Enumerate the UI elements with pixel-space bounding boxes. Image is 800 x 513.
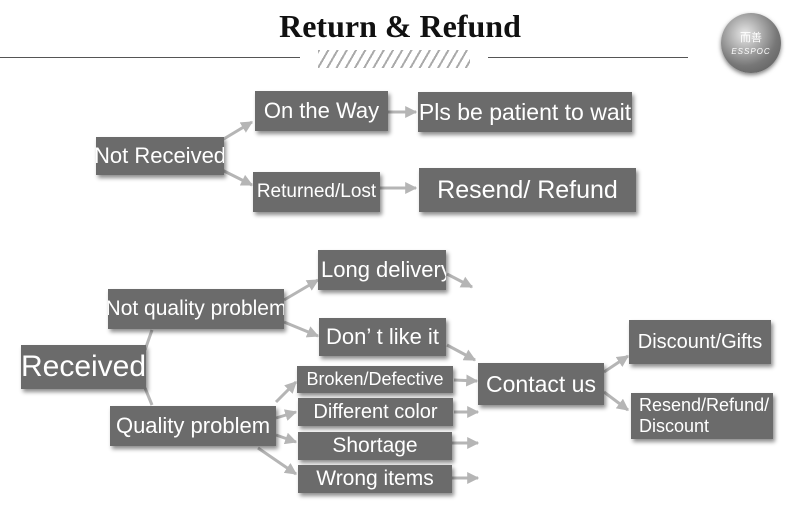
node-shortage: Shortage <box>298 432 452 460</box>
title-rule-right <box>488 57 688 58</box>
node-on-the-way: On the Way <box>255 91 388 131</box>
node-resend-refund: Resend/ Refund <box>419 168 636 212</box>
arrow-quality-to-different-color <box>275 409 298 421</box>
arrow-received-to-not-quality <box>143 329 154 351</box>
node-broken-defective: Broken/Defective <box>297 366 453 393</box>
arrow-quality-to-shortage <box>275 432 298 445</box>
brand-logo: 而善 ESSPOC <box>721 13 781 73</box>
node-resend-refund-discount-line2: Discount <box>639 416 710 436</box>
page-title: Return & Refund <box>279 8 521 44</box>
arrow-received-to-quality <box>143 387 154 406</box>
arrow-contact-to-discount-gifts <box>603 354 629 374</box>
node-not-quality-problem: Not quality problem <box>108 289 284 329</box>
arrow-broken-to-contact <box>453 374 479 387</box>
logo-chinese-text: 而善 <box>740 32 762 44</box>
logo-brand-text: ESSPOC <box>731 47 771 56</box>
arrow-not-received-to-on-the-way <box>221 120 254 142</box>
arrow-quality-to-wrong-items <box>257 446 297 476</box>
node-not-received: Not Received <box>96 137 224 175</box>
title-hatch-decoration <box>318 50 470 68</box>
arrow-contact-to-resend-refund-discount <box>603 390 629 412</box>
node-resend-refund-discount-line1: Resend/Refund/ <box>639 395 770 415</box>
arrow-long-delivery-out <box>446 272 474 289</box>
node-contact-us: Contact us <box>478 363 604 405</box>
node-long-delivery: Long delivery <box>318 250 446 290</box>
arrow-not-received-to-returned-lost <box>221 168 254 187</box>
node-wrong-items: Wrong items <box>298 465 452 493</box>
node-dont-like-it: Don’ t like it <box>319 318 446 356</box>
title-rule-left <box>0 57 300 58</box>
node-received: Received <box>21 345 146 389</box>
arrow-quality-to-broken <box>274 380 298 404</box>
node-discount-gifts: Discount/Gifts <box>629 320 771 364</box>
node-returned-lost: Returned/Lost <box>253 172 380 212</box>
node-be-patient: Pls be patient to wait <box>418 92 632 132</box>
arrow-dont-like-to-contact <box>446 343 477 362</box>
node-resend-refund-discount: Resend/Refund/ Discount <box>631 393 773 439</box>
arrow-not-quality-to-dont-like <box>283 320 320 338</box>
node-different-color: Different color <box>298 398 453 426</box>
arrow-not-quality-to-long-delivery <box>283 278 320 302</box>
node-quality-problem: Quality problem <box>110 406 276 446</box>
